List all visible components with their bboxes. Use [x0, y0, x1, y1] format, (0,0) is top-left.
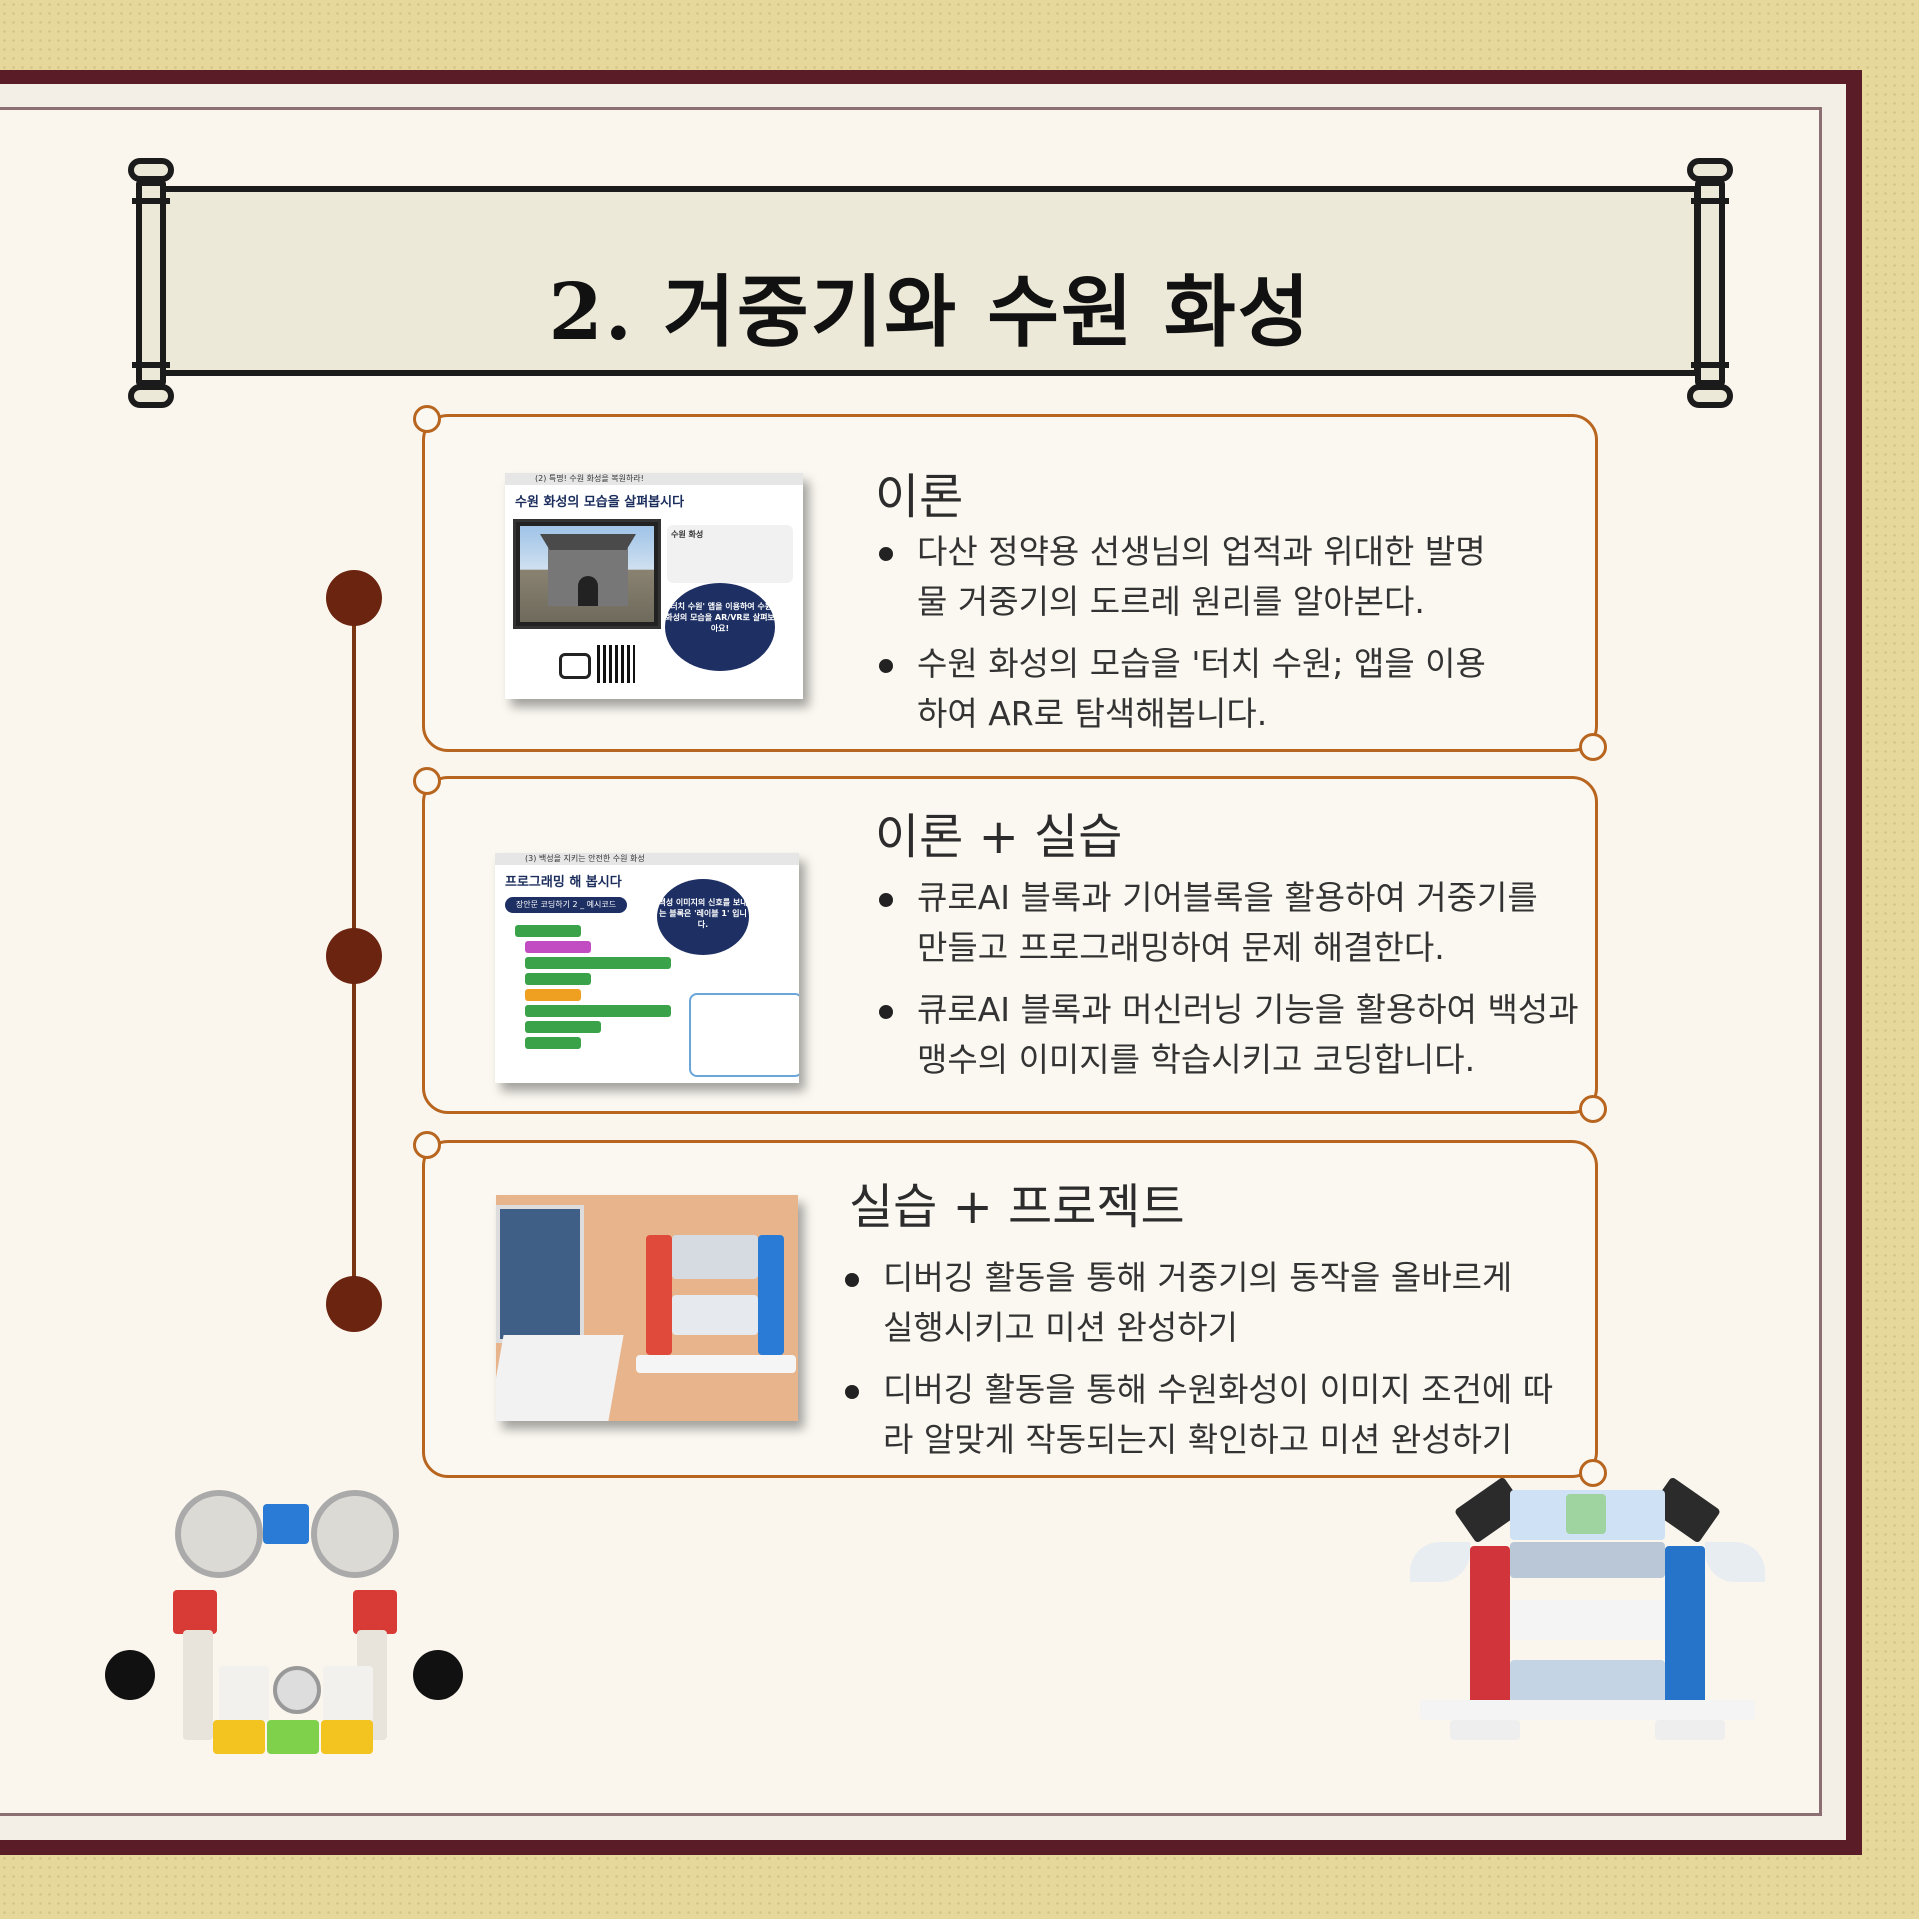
hint-box [689, 993, 799, 1077]
screenshot-heading: 수원 화성의 모습을 살펴봅시다 [515, 495, 685, 510]
page-title: 2. 거중기와 수원 화성 [548, 267, 1312, 358]
section-heading: 이론 + 실습 [875, 809, 1123, 865]
screenshot-heading: 프로그래밍 해 봅시다 [505, 875, 622, 890]
section-heading: 실습 + 프로젝트 [849, 1179, 1185, 1235]
qr-code [597, 645, 635, 683]
lesson-screenshot-2: (3) 백성을 지키는 안전한 수원 화성 프로그래밍 해 봅시다 장안문 코딩… [495, 853, 799, 1083]
screenshot-bar: (2) 특명! 수원 화성을 복원하라! [505, 473, 803, 485]
timeline-dot-2 [326, 928, 382, 984]
info-panel: 수원 화성 [667, 525, 793, 583]
lesson-screenshot-1: (2) 특명! 수원 화성을 복원하라! 수원 화성의 모습을 살펴봅시다 수원… [505, 473, 803, 699]
scroll-rod-left [128, 158, 174, 408]
laptop-keyboard [496, 1335, 624, 1421]
monitor-image [513, 519, 661, 629]
title-scroll: 2. 거중기와 수원 화성 [128, 158, 1733, 408]
speech-bubble: '터치 수원' 앱을 이용하여 수원 화성의 모습을 AR/VR로 살펴보아요! [665, 583, 775, 671]
speech-bubble: 백성 이미지의 신호를 보내는 블록은 '레이블 1' 입니다. [657, 879, 749, 955]
fortress-robot-image [1410, 1450, 1765, 1745]
laptop-screen [496, 1205, 584, 1343]
timeline-dot-3 [326, 1276, 382, 1332]
screenshot-bar: (3) 백성을 지키는 안전한 수원 화성 [495, 853, 799, 865]
section-card-theory-practice: (3) 백성을 지키는 안전한 수원 화성 프로그래밍 해 봅시다 장안문 코딩… [413, 767, 1607, 1123]
ar-icon [559, 653, 591, 679]
code-tab: 장안문 코딩하기 2 _ 예시코드 [505, 897, 627, 913]
section-card-theory: (2) 특명! 수원 화성을 복원하라! 수원 화성의 모습을 살펴봅시다 수원… [413, 405, 1607, 761]
scroll-rod-right [1687, 158, 1733, 408]
scroll-banner: 2. 거중기와 수원 화성 [160, 186, 1700, 376]
section-heading: 이론 [875, 469, 964, 525]
project-photo [496, 1195, 798, 1421]
timeline-dot-1 [326, 570, 382, 626]
crane-robot-image [95, 1480, 475, 1755]
